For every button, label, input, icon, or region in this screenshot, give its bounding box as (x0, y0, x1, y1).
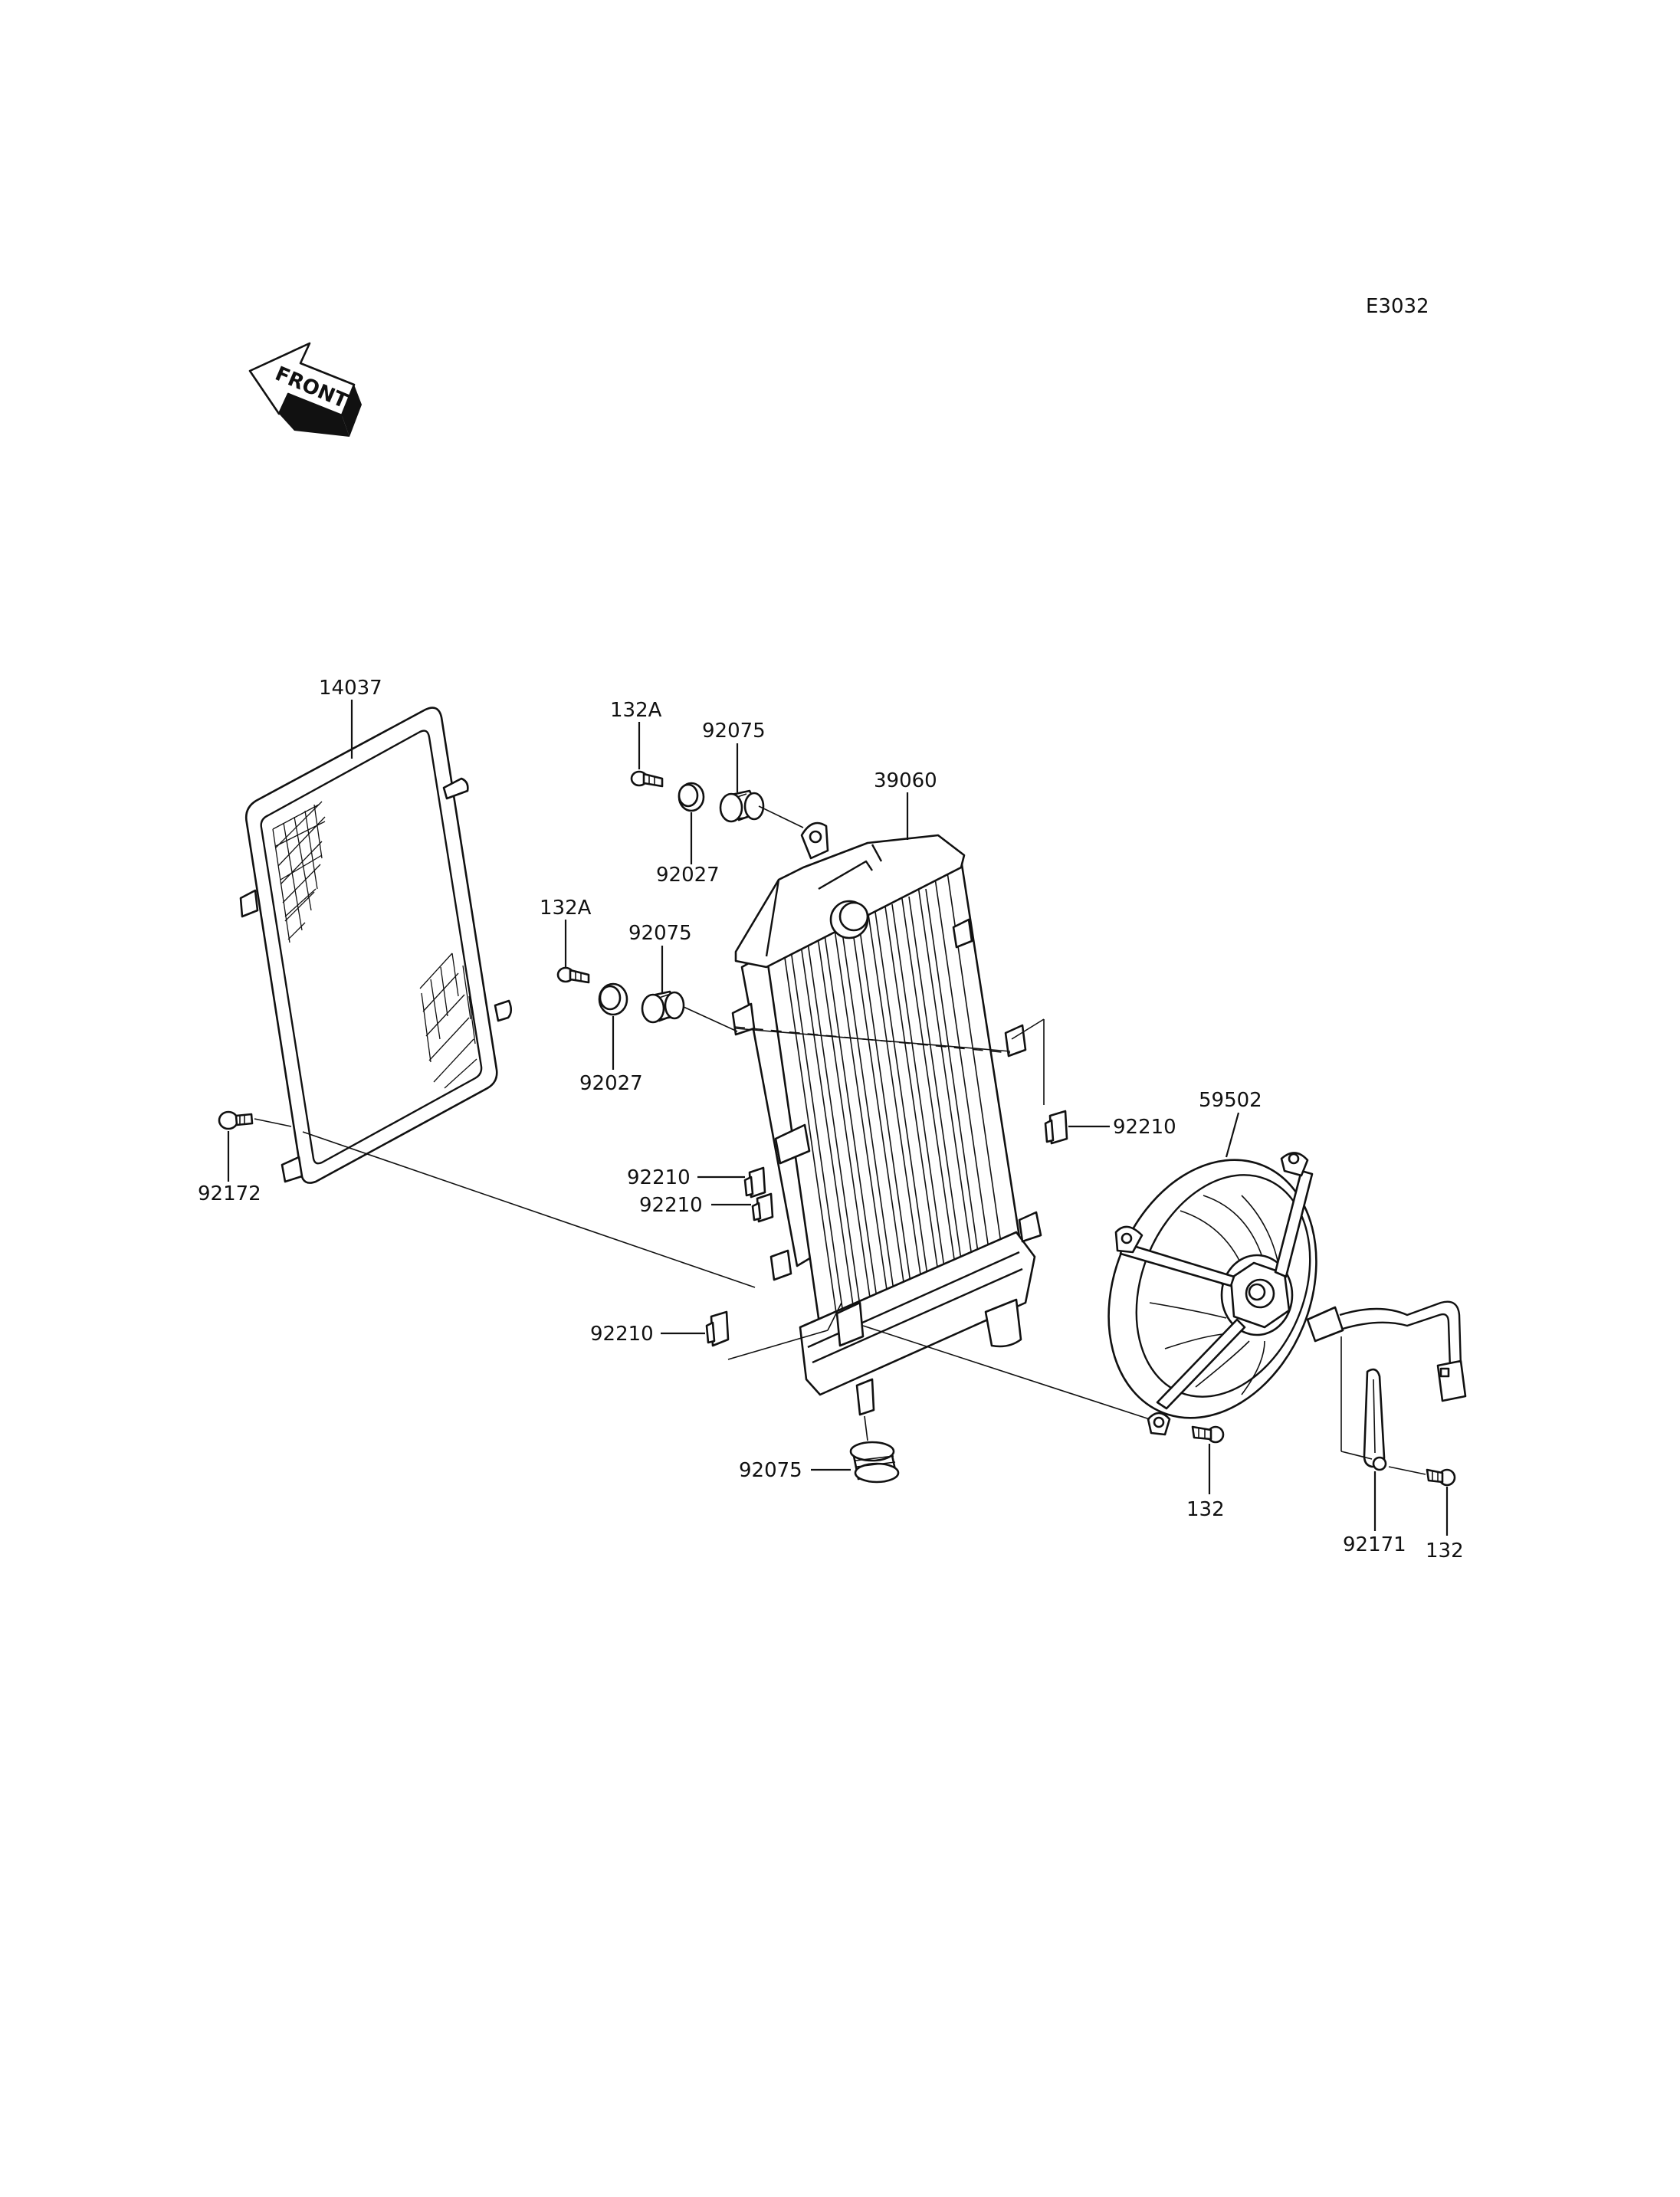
bolt-132-clamp (1426, 1468, 1456, 1487)
label-92027-mid: 92027 (579, 1072, 643, 1095)
front-arrow-icon: FRONT (248, 342, 362, 437)
label-92172: 92172 (198, 1182, 261, 1205)
radiator-screen (239, 707, 513, 1184)
label-92171: 92171 (1343, 1533, 1406, 1556)
cooling-fan (1107, 1152, 1467, 1436)
clip-92210-c (705, 1310, 730, 1347)
label-132-fan: 132 (1186, 1498, 1225, 1521)
label-92210-a: 92210 (627, 1166, 691, 1189)
label-92210-c: 92210 (590, 1323, 654, 1346)
label-92075-mid: 92075 (628, 922, 692, 945)
grommet-92075-bottom (849, 1441, 900, 1484)
label-59502: 59502 (1199, 1089, 1262, 1112)
label-132A-top: 132A (610, 699, 662, 722)
collar-92027-mid (598, 982, 628, 1016)
bolt-132A-top (630, 770, 664, 788)
radiator (731, 821, 1042, 1416)
label-132A-mid: 132A (540, 897, 592, 920)
label-92210-b: 92210 (639, 1194, 703, 1217)
label-92075-bottom: 92075 (739, 1459, 802, 1482)
clip-92210-b (751, 1192, 774, 1223)
label-92027-top: 92027 (656, 864, 720, 887)
label-132-clamp: 132 (1426, 1540, 1464, 1562)
label-39060: 39060 (874, 769, 937, 792)
bolt-132A-mid (556, 966, 590, 984)
clip-92210-right (1044, 1110, 1068, 1145)
label-92210-right: 92210 (1113, 1116, 1176, 1139)
clamp-92171 (1363, 1368, 1387, 1471)
bolt-132-fan (1191, 1425, 1225, 1444)
clip-92210-a (743, 1166, 766, 1199)
label-14037: 14037 (319, 677, 382, 700)
label-92075-top: 92075 (702, 720, 766, 743)
collar-92027-top (678, 782, 705, 812)
grommet-92075-mid (641, 990, 685, 1024)
grommet-92075-top (719, 789, 765, 823)
bolt-92172 (218, 1110, 254, 1130)
diagram-code: E3032 (1366, 295, 1429, 318)
